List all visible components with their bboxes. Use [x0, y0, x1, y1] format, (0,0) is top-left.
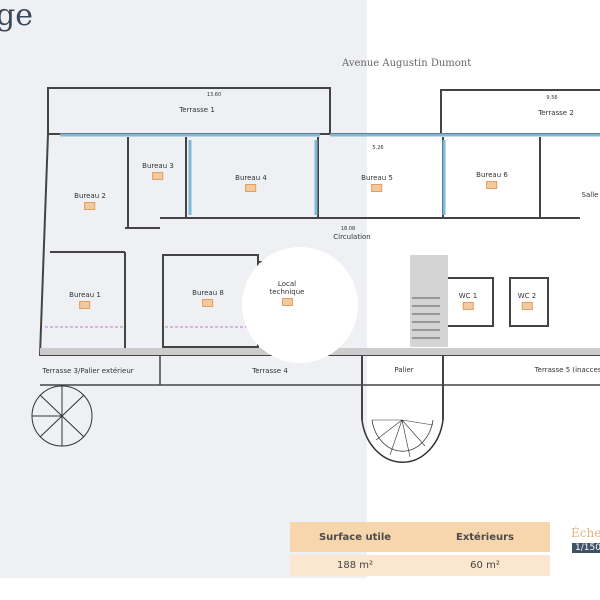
room-label: WC 2: [518, 292, 536, 310]
value-surface-utile: 188 m²: [336, 560, 373, 571]
spiral-stair-center: [361, 419, 444, 463]
header-surface-utile: Surface utile: [318, 531, 392, 543]
page-title: ge: [0, 0, 33, 33]
room-label: Bureau 3: [142, 162, 174, 180]
dimension: 5.26: [372, 145, 384, 151]
room-label: Terrasse 4: [252, 367, 288, 375]
room-label: Terrasse 5 (inacces: [534, 366, 600, 374]
room-label: Salle: [581, 191, 599, 199]
room-label: Bureau 4: [235, 174, 267, 192]
dimension: 9.56: [546, 95, 558, 101]
watermark-shape: [242, 247, 358, 363]
room-label: Bureau 6: [476, 171, 508, 189]
room-label: WC 1: [459, 292, 477, 310]
table-header: Surface utile Extérieurs: [290, 522, 550, 552]
staircase-straight: [412, 297, 440, 339]
room-label: Terrasse 1: [179, 106, 215, 114]
header-exterieurs: Extérieurs: [456, 531, 514, 543]
dimension: 13.60: [206, 92, 222, 98]
scale-label: Éche: [571, 526, 600, 540]
scale-badge: 1/150: [572, 543, 600, 553]
value-exterieurs: 60 m²: [470, 560, 500, 571]
dimension: 18.08: [340, 226, 356, 232]
room-label: Circulation: [333, 233, 371, 241]
room-label: Terrasse 3/Palier extérieur: [42, 367, 134, 375]
room-label: Bureau 2: [74, 192, 106, 210]
surface-table: Surface utile Extérieurs 188 m² 60 m²: [290, 522, 550, 576]
terrasse-2-outline: [440, 89, 600, 136]
table-row: 188 m² 60 m²: [290, 555, 550, 576]
room-label: Bureau 1: [69, 291, 101, 309]
street-label: Avenue Augustin Dumont: [342, 58, 472, 69]
room-label: Terrasse 2: [538, 109, 574, 117]
spiral-stair-left: [31, 385, 93, 447]
room-label: Bureau 5: [361, 174, 393, 192]
room-label: Local technique: [267, 280, 307, 306]
room-label: Palier: [394, 366, 414, 374]
room-label: Bureau 8: [192, 289, 224, 307]
